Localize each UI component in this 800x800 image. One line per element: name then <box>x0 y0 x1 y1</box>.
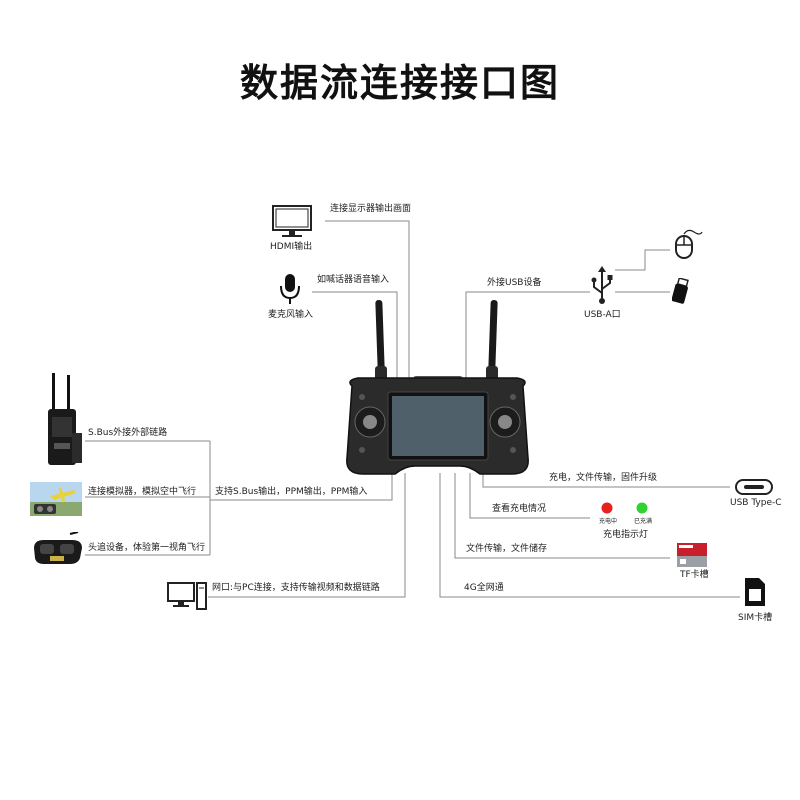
usb-stick-icon <box>672 278 689 304</box>
usb-a-desc: 外接USB设备 <box>487 278 542 288</box>
typec-desc: 充电，文件传输，固件升级 <box>549 473 658 483</box>
charge-led-label: 充电指示灯 <box>603 530 649 540</box>
simulator-label: 连接模拟器，模拟空中飞行 <box>88 487 197 497</box>
page-title: 数据流连接接口图 <box>239 61 560 105</box>
mouse-icon <box>675 229 703 259</box>
led-green-icon <box>636 502 648 514</box>
sim-card-icon <box>745 578 765 606</box>
hdmi-desc: 连接显示器输出画面 <box>330 204 412 214</box>
hdmi-label: HDMI输出 <box>270 242 313 252</box>
sim-desc: 4G全网通 <box>464 583 504 593</box>
typec-label: USB Type-C <box>730 498 782 508</box>
pc-icon <box>167 582 207 610</box>
simulator-image <box>30 482 82 516</box>
mic-label: 麦克风输入 <box>268 310 314 320</box>
head-tracking-label: 头追设备，体验第一视角飞行 <box>88 543 206 553</box>
tf-desc: 文件传输，文件储存 <box>466 544 548 554</box>
radio-module-icon <box>48 373 82 465</box>
monitor-icon <box>272 205 312 237</box>
remote-controller <box>346 300 529 475</box>
charging-label: 充电中 <box>599 518 618 525</box>
tf-label: TF卡槽 <box>680 570 709 580</box>
sbus-link-label: S.Bus外接外部链路 <box>88 428 168 438</box>
usb-a-label: USB-A口 <box>584 310 621 320</box>
sbus-ppm-label: 支持S.Bus输出，PPM输出，PPM输入 <box>215 487 368 497</box>
fpv-goggles-icon <box>34 532 82 564</box>
sim-label: SIM卡槽 <box>738 613 773 623</box>
ethernet-label: 网口:与PC连接，支持传输视频和数据链路 <box>212 583 380 593</box>
sd-card-icon <box>677 543 707 567</box>
microphone-icon <box>280 274 300 304</box>
type-c-icon <box>735 479 773 495</box>
charged-label: 已充满 <box>634 518 653 525</box>
mic-desc: 如喊话器语音输入 <box>317 275 390 285</box>
led-red-icon <box>601 502 613 514</box>
charge-check-label: 查看充电情况 <box>492 504 547 514</box>
usb-icon <box>591 266 613 304</box>
